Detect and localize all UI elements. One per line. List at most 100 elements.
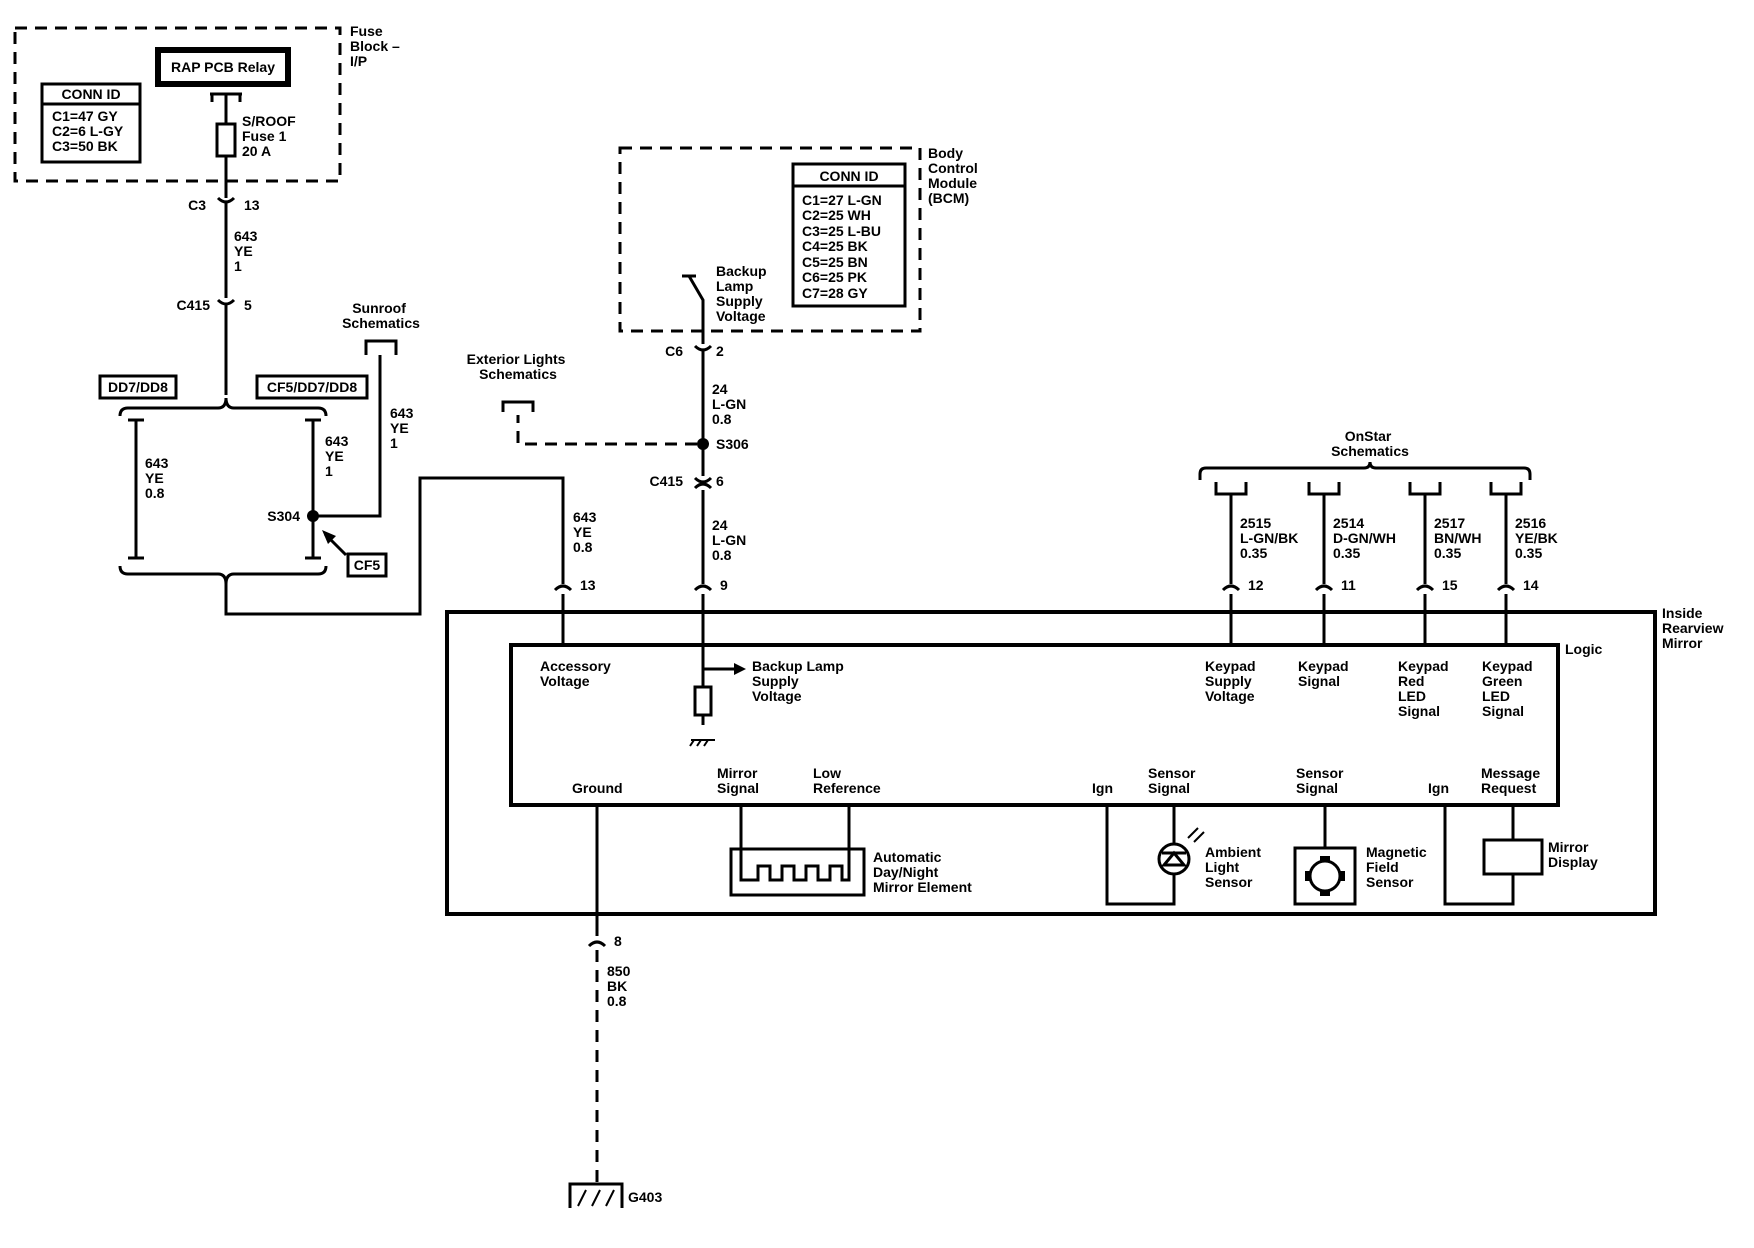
ambient-sensor-wiring bbox=[1105, 805, 1176, 906]
fuse-conn-id-table: CONN ID C1=47 GY C2=6 L-GY C3=50 BK bbox=[40, 82, 142, 164]
svg-text:S304: S304 bbox=[267, 508, 300, 524]
ign-label-2: Ign bbox=[1428, 780, 1449, 796]
svg-text:14: 14 bbox=[1523, 577, 1539, 593]
logic-box bbox=[509, 643, 1560, 807]
svg-text:DD7/DD8: DD7/DD8 bbox=[108, 379, 168, 395]
wire-label-w2: 643 YE 0.8 bbox=[145, 455, 172, 501]
option-cf5: CF5 bbox=[346, 552, 388, 578]
svg-text:C415: C415 bbox=[177, 297, 211, 313]
sensor-signal-label-2: Sensor Signal bbox=[1296, 765, 1347, 796]
display-box bbox=[1482, 838, 1544, 876]
svg-text:C7=28 GY: C7=28 GY bbox=[802, 285, 868, 301]
mirror-pins: 13 9 12 11 15 14 bbox=[553, 577, 1539, 593]
svg-text:9: 9 bbox=[720, 577, 728, 593]
connector-c3 bbox=[216, 196, 236, 204]
magnetic-label: Magnetic Field Sensor bbox=[1366, 844, 1431, 890]
svg-text:C415: C415 bbox=[650, 473, 684, 489]
fuse-label: S/ROOF Fuse 1 20 A bbox=[242, 113, 300, 159]
display-wiring bbox=[1443, 805, 1515, 906]
svg-text:CONN ID: CONN ID bbox=[819, 168, 878, 184]
accessory-voltage-label: Accessory Voltage bbox=[540, 658, 615, 689]
svg-text:C1=47 GY: C1=47 GY bbox=[52, 108, 118, 124]
svg-text:13: 13 bbox=[580, 577, 596, 593]
ign-label-1: Ign bbox=[1092, 780, 1113, 796]
wire-label-w4: 643 YE 1 bbox=[390, 405, 417, 451]
connector-c415-a bbox=[216, 298, 236, 306]
svg-text:C3=25 L-BU: C3=25 L-BU bbox=[802, 223, 881, 239]
resistor-icon bbox=[693, 685, 713, 717]
onstar-lead-3 bbox=[1408, 482, 1442, 584]
option-cf5-dd7-dd8: CF5/DD7/DD8 bbox=[255, 374, 369, 400]
wire-label-w10: 2517 BN/WH 0.35 bbox=[1434, 515, 1485, 561]
svg-text:11: 11 bbox=[1341, 577, 1356, 593]
message-request-label: Message Request bbox=[1481, 765, 1544, 796]
svg-text:S306: S306 bbox=[716, 436, 749, 452]
ground-label: Ground bbox=[572, 780, 623, 796]
backup-switch-icon bbox=[682, 274, 705, 344]
sunroof-ref: Sunroof Schematics bbox=[342, 300, 420, 331]
exterior-ref: Exterior Lights Schematics bbox=[467, 351, 570, 382]
logic-label: Logic bbox=[1565, 641, 1603, 657]
svg-text:CF5: CF5 bbox=[354, 557, 381, 573]
rap-relay-label: RAP PCB Relay bbox=[171, 59, 275, 75]
sensor-signal-label-1: Sensor Signal bbox=[1148, 765, 1199, 796]
svg-text:C3: C3 bbox=[188, 197, 206, 213]
svg-text:C1=27 L-GN: C1=27 L-GN bbox=[802, 192, 882, 208]
exterior-ref-bracket bbox=[501, 400, 535, 412]
option-branch-left bbox=[128, 418, 144, 560]
svg-text:C2=25 WH: C2=25 WH bbox=[802, 207, 871, 223]
heater-grid-icon bbox=[739, 849, 851, 882]
svg-text:CF5/DD7/DD8: CF5/DD7/DD8 bbox=[267, 379, 357, 395]
wire-label-w11: 2516 YE/BK 0.35 bbox=[1515, 515, 1562, 561]
mirror-title: Inside Rearview Mirror bbox=[1662, 605, 1727, 651]
backup-lamp-label: Backup Lamp Supply Voltage bbox=[752, 658, 848, 704]
ground-g403-icon bbox=[568, 1182, 624, 1208]
sunroof-ref-bracket bbox=[364, 339, 398, 355]
bcm-title: Body Control Module (BCM) bbox=[928, 145, 982, 206]
svg-text:C5=25 BN: C5=25 BN bbox=[802, 254, 868, 270]
onstar-ref: OnStar Schematics bbox=[1331, 428, 1409, 459]
option-brace-bottom bbox=[118, 565, 328, 585]
photodiode-icon bbox=[1157, 842, 1191, 876]
svg-text:5: 5 bbox=[244, 297, 252, 313]
svg-text:C2=6 L-GY: C2=6 L-GY bbox=[52, 123, 124, 139]
daynight-leads bbox=[739, 805, 851, 849]
keypad-red-label: Keypad Red LED Signal bbox=[1398, 658, 1452, 719]
chassis-ground-icon bbox=[689, 739, 715, 747]
mirror-signal-label: Mirror Signal bbox=[717, 765, 761, 796]
svg-text:C3=50 BK: C3=50 BK bbox=[52, 138, 118, 154]
wire-643-b bbox=[224, 476, 565, 616]
onstar-lead-1 bbox=[1214, 482, 1248, 584]
mirror-module-box bbox=[445, 610, 1657, 916]
svg-text:6: 6 bbox=[716, 473, 724, 489]
g403-label: G403 bbox=[628, 1189, 662, 1205]
bcm-switch-label: Backup Lamp Supply Voltage bbox=[716, 263, 770, 324]
wire-label-w3: 643 YE 1 bbox=[325, 433, 352, 479]
svg-text:8: 8 bbox=[614, 933, 622, 949]
wire-label-w12: 850 BK 0.8 bbox=[607, 963, 634, 1009]
display-label: Mirror Display bbox=[1548, 839, 1598, 870]
onstar-lead-4 bbox=[1489, 482, 1523, 584]
svg-text:2: 2 bbox=[716, 343, 724, 359]
connector-ground bbox=[587, 940, 607, 948]
daynight-label: Automatic Day/Night Mirror Element bbox=[873, 849, 972, 895]
keypad-signal-label: Keypad Signal bbox=[1298, 658, 1352, 689]
fuse-block-title: Fuse Block – I/P bbox=[350, 23, 404, 69]
wire-label-w7: 24 L-GN 0.8 bbox=[712, 517, 750, 563]
magnet-icon bbox=[1308, 859, 1342, 893]
onstar-brace bbox=[1198, 461, 1532, 480]
bcm-conn-id-table: CONN ID C1=27 L-GN C2=25 WH C3=25 L-BU C… bbox=[791, 162, 907, 308]
keypad-supply-label: Keypad Supply Voltage bbox=[1205, 658, 1259, 704]
wire-label-w5: 643 YE 0.8 bbox=[573, 509, 600, 555]
ambient-label: Ambient Light Sensor bbox=[1205, 844, 1265, 890]
svg-text:12: 12 bbox=[1248, 577, 1264, 593]
connector-c6 bbox=[693, 344, 713, 352]
wire-label-w1: 643 YE 1 bbox=[234, 228, 261, 274]
low-reference-label: Low Reference bbox=[813, 765, 881, 796]
daynight-element-box bbox=[729, 847, 866, 897]
svg-text:C6: C6 bbox=[665, 343, 683, 359]
svg-text:C4=25 BK: C4=25 BK bbox=[802, 238, 868, 254]
fuse-block: Fuse Block – I/P RAP PCB Relay S/ROOF Fu… bbox=[13, 23, 404, 198]
rap-relay-box bbox=[155, 47, 291, 87]
